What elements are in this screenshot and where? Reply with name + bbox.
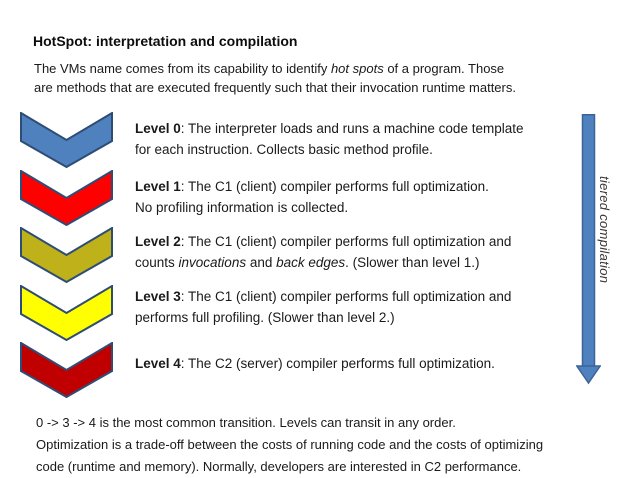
footer-paragraph: 0 -> 3 -> 4 is the most common transitio… (36, 415, 544, 474)
chevron-level-0-icon (20, 112, 113, 168)
level-4-description: Level 4: The C2 (server) compiler perfor… (135, 356, 495, 371)
level-chevron-stack (20, 112, 113, 400)
chevron-level-1-shape (20, 169, 113, 226)
level-0-description: Level 0: The interpreter loads and runs … (135, 121, 524, 157)
chevron-level-4-shape (20, 342, 113, 398)
chevron-level-4-icon (20, 342, 113, 398)
chevron-level-3-shape (20, 284, 113, 341)
down-arrow-shaft (581, 114, 596, 369)
down-arrow-head (576, 365, 601, 385)
intro-paragraph: The VMs name comes from its capability t… (34, 61, 516, 95)
level-3-description: Level 3: The C1 (client) compiler perfor… (135, 289, 512, 325)
page-title: HotSpot: interpretation and compilation (33, 33, 298, 49)
chevron-level-1-icon (20, 169, 113, 226)
chevron-level-0-shape (20, 112, 113, 168)
level-1-description: Level 1: The C1 (client) compiler perfor… (135, 179, 489, 215)
chevron-level-2-icon (20, 227, 113, 283)
level-2-description: Level 2: The C1 (client) compiler perfor… (135, 234, 512, 270)
chevron-level-2-shape (20, 227, 113, 283)
down-arrow-icon (576, 114, 601, 385)
tiered-compilation-label: tiered compilation (597, 176, 612, 284)
chevron-level-3-icon (20, 284, 113, 341)
